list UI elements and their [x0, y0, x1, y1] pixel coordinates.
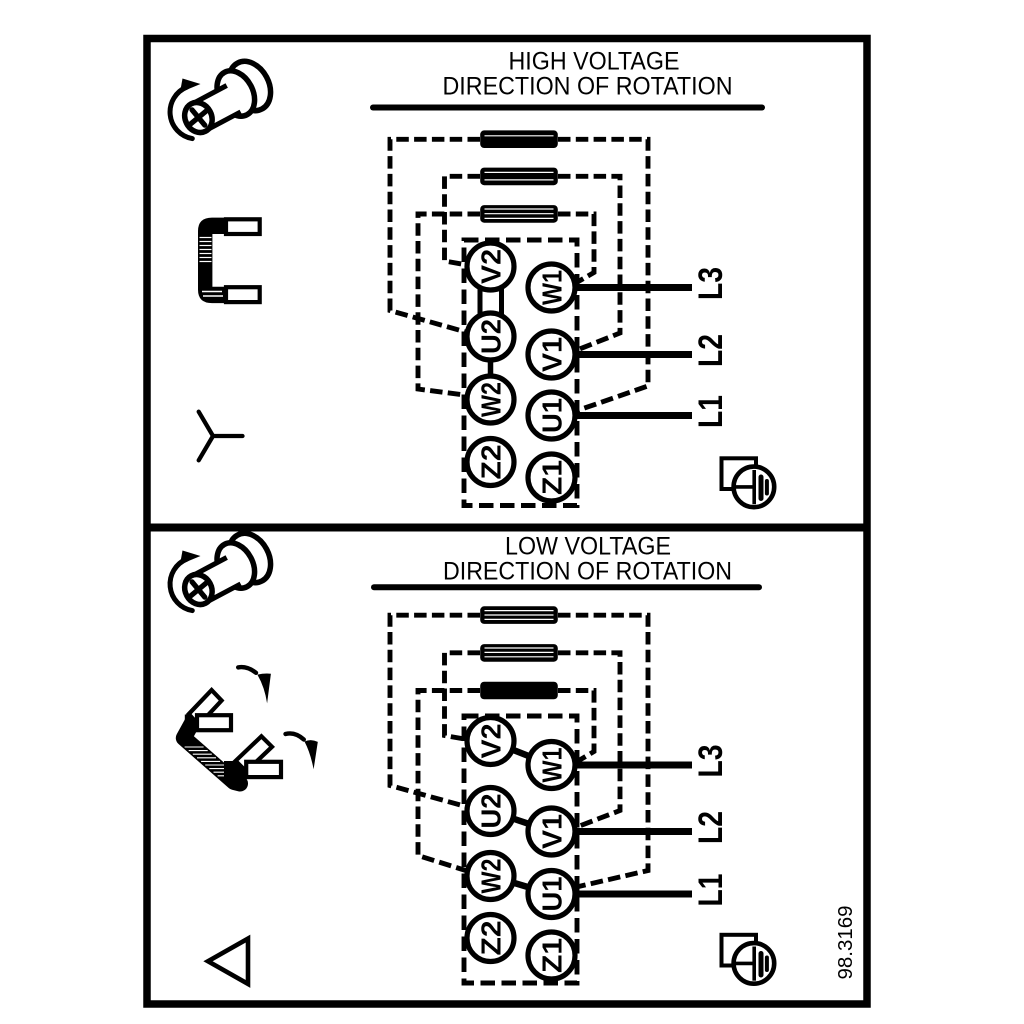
svg-text:DIRECTION OF ROTATION: DIRECTION OF ROTATION — [443, 73, 733, 101]
svg-text:U1: U1 — [537, 398, 568, 433]
svg-text:L2: L2 — [692, 334, 730, 367]
svg-text:Z1: Z1 — [537, 938, 568, 973]
svg-text:L2: L2 — [692, 811, 730, 844]
svg-text:V1: V1 — [537, 337, 568, 372]
svg-text:LOW VOLTAGE: LOW VOLTAGE — [505, 533, 671, 561]
svg-text:L1: L1 — [692, 874, 730, 907]
svg-text:HIGH VOLTAGE: HIGH VOLTAGE — [509, 48, 680, 76]
svg-text:W1: W1 — [537, 748, 568, 783]
svg-text:98.3169: 98.3169 — [834, 906, 857, 980]
svg-text:W1: W1 — [537, 270, 568, 305]
svg-text:U2: U2 — [476, 319, 507, 354]
svg-text:W2: W2 — [476, 859, 507, 894]
svg-text:Z1: Z1 — [537, 460, 568, 495]
svg-text:L3: L3 — [692, 267, 730, 300]
svg-text:W2: W2 — [476, 382, 507, 417]
svg-text:V2: V2 — [476, 249, 507, 284]
svg-text:U1: U1 — [537, 877, 568, 912]
svg-text:DIRECTION OF ROTATION: DIRECTION OF ROTATION — [443, 558, 732, 586]
svg-text:Z2: Z2 — [476, 445, 507, 480]
svg-text:V2: V2 — [476, 724, 507, 759]
svg-text:Z2: Z2 — [476, 921, 507, 956]
svg-text:L3: L3 — [692, 745, 730, 778]
svg-text:L1: L1 — [692, 395, 730, 428]
svg-text:V1: V1 — [537, 814, 568, 849]
svg-text:U2: U2 — [476, 794, 507, 829]
